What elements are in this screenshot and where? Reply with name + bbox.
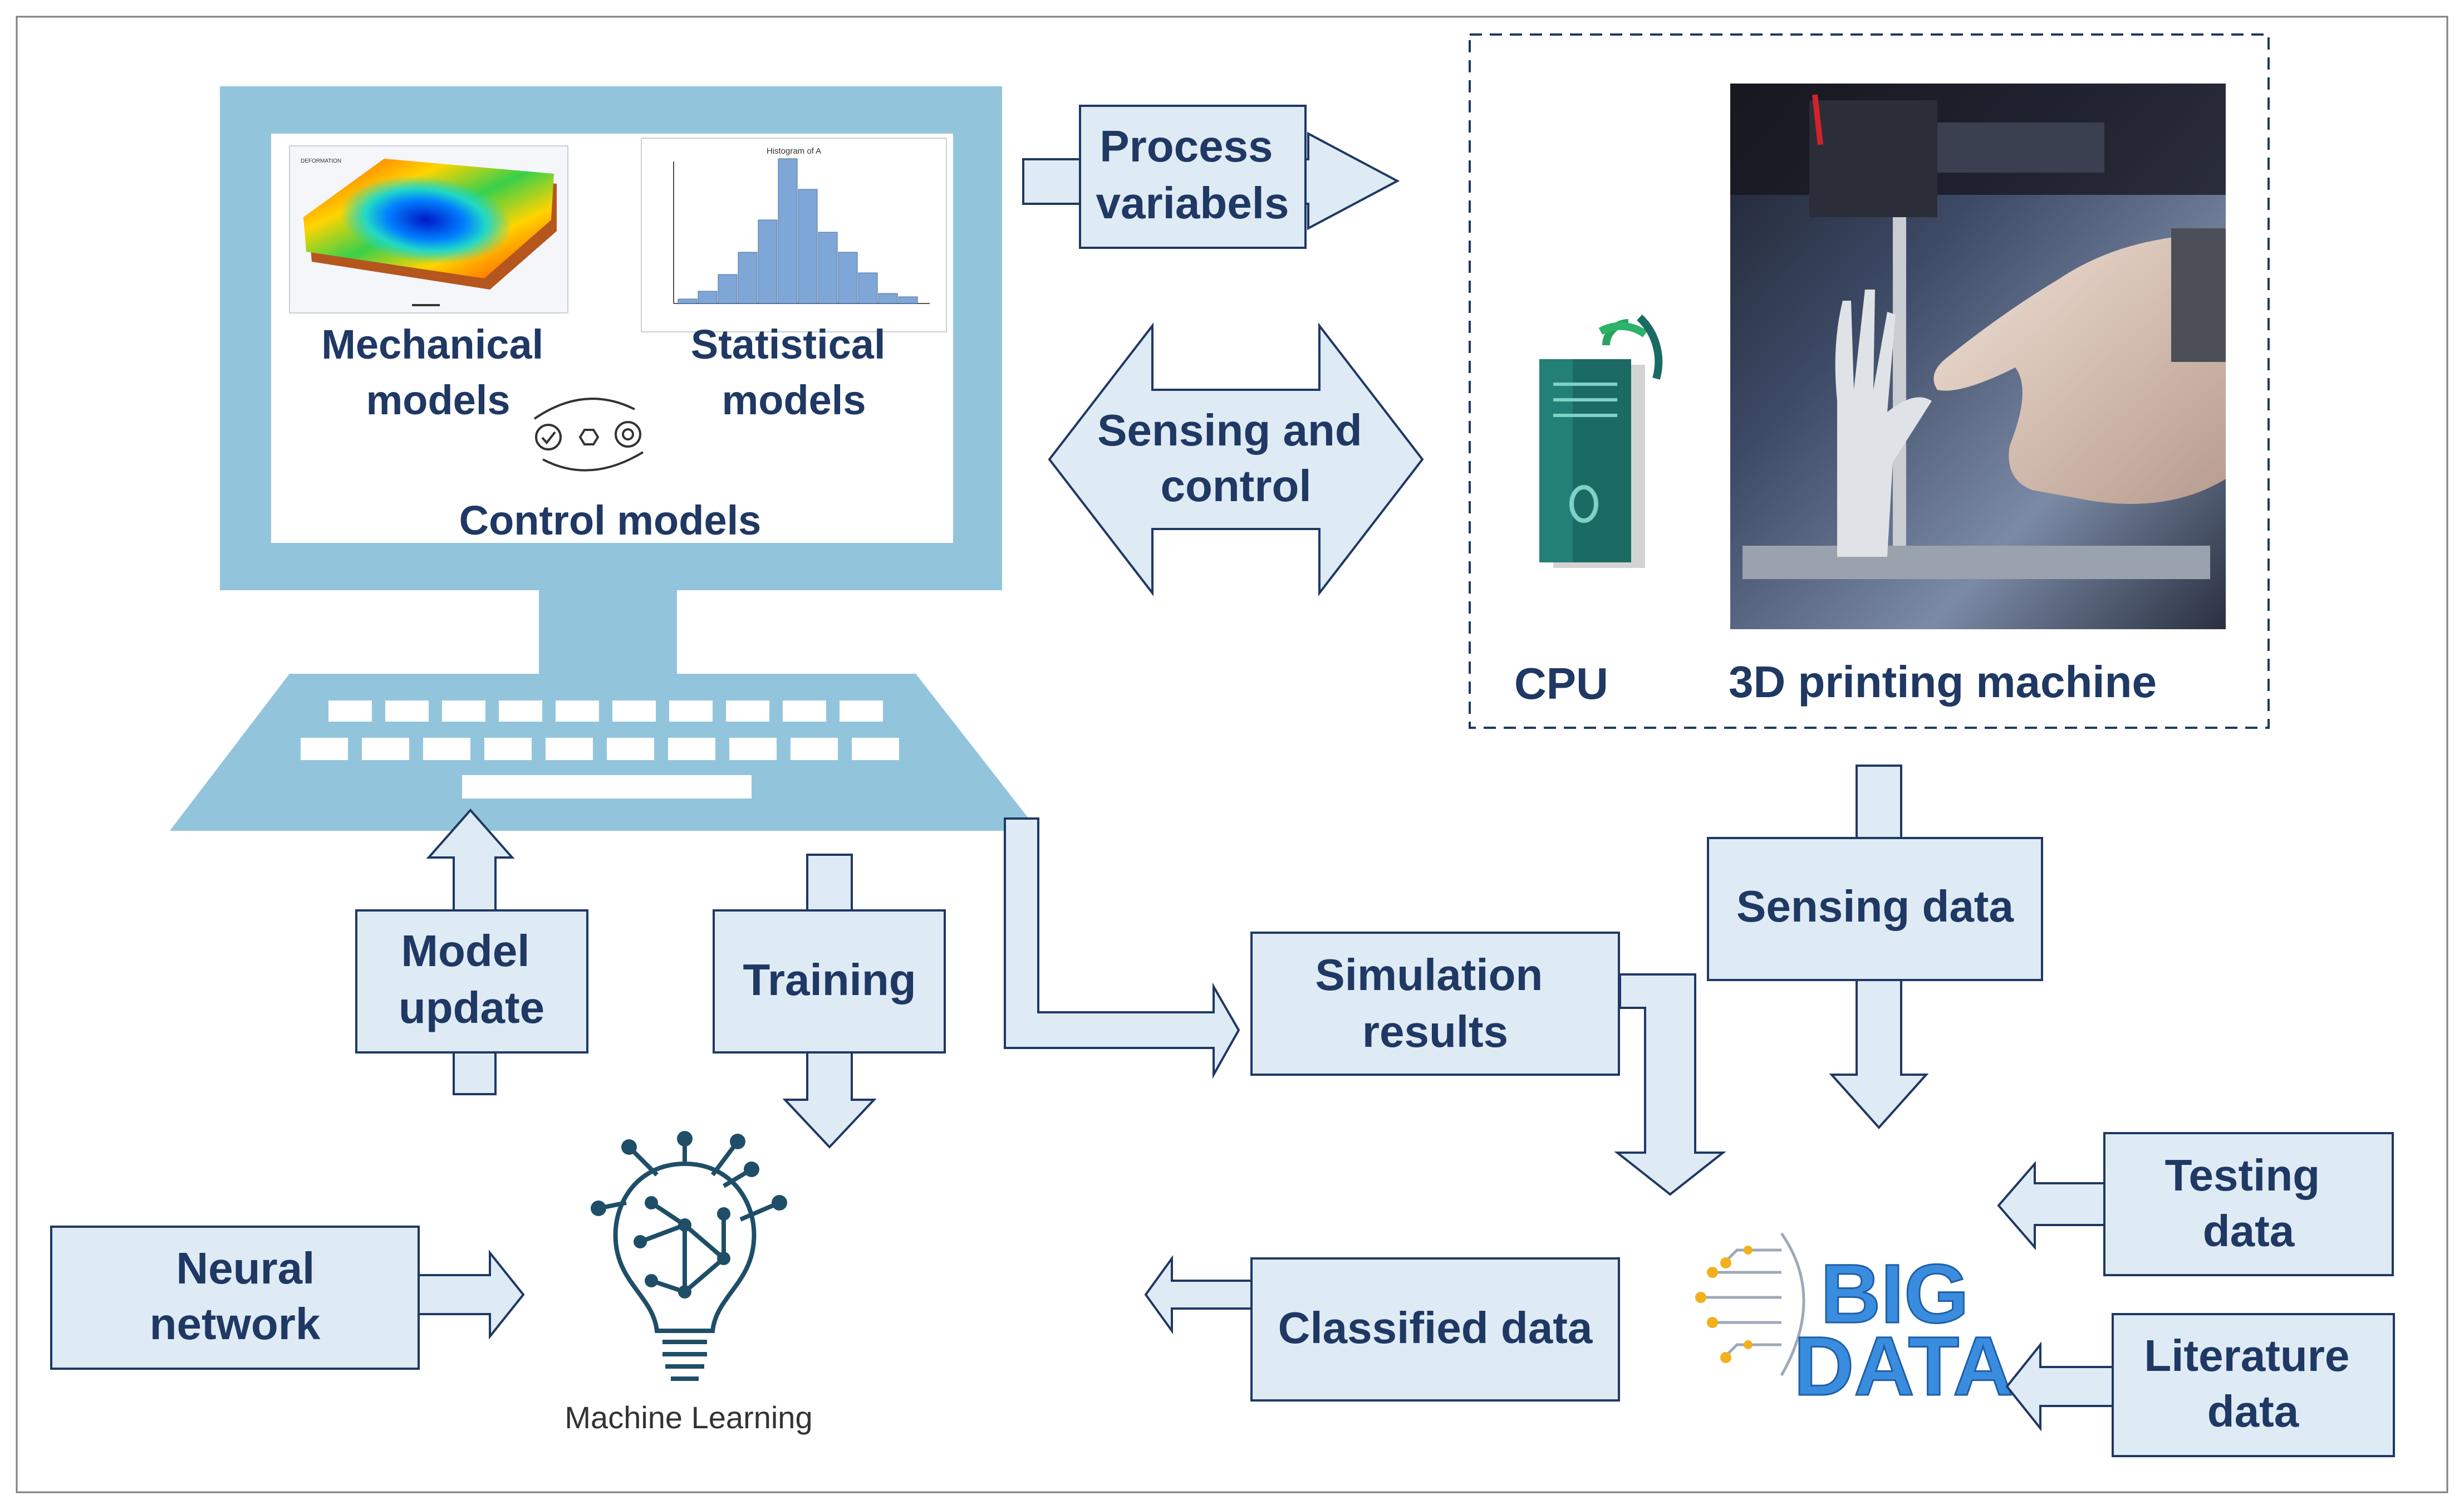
svg-text:Process variabels: Process variabels <box>1096 121 1289 228</box>
big-data-word-data: DATA <box>1794 1319 2013 1413</box>
histogram-bar <box>678 298 698 304</box>
histogram-bar <box>758 219 778 304</box>
literature-data-box: Literature data <box>2005 1313 2395 1457</box>
statistical-models-label: Statistical models <box>691 321 897 423</box>
fea-heatmap-thumbnail: DEFORMATION <box>289 145 568 313</box>
cpu-icon <box>1539 314 1663 568</box>
mechanical-models-label: Mechanical models <box>321 321 555 423</box>
sensing-data-box: Sensing data <box>1707 765 2043 1129</box>
training-label: Training <box>743 955 916 1005</box>
big-data-icon: BIG DATA <box>1695 1232 2014 1414</box>
big-data-word-big: BIG <box>1820 1247 1969 1340</box>
histogram-bar <box>858 272 878 304</box>
svg-text:DEFORMATION: DEFORMATION <box>301 158 341 164</box>
sensing-control-arrow: Sensing and control <box>1048 322 1424 596</box>
computer-illustration: DEFORMATION Histogram of A Mechanical mo… <box>170 86 1038 831</box>
svg-text:Testing data: Testing data <box>2165 1150 2333 1256</box>
classified-data-box: Classified data <box>1144 1255 1620 1402</box>
process-variables-arrow: Process variabels <box>1022 105 1400 249</box>
control-models-label: Control models <box>459 497 762 543</box>
svg-text:Model update: Model update <box>399 926 544 1032</box>
classified-data-label: Classified data <box>1278 1303 1593 1353</box>
keyboard-keys <box>301 700 899 798</box>
histogram-bar <box>738 252 758 304</box>
svg-text:Sensing and control: Sensing and control <box>1097 405 1375 511</box>
training-box: Training <box>713 854 946 1149</box>
histogram-title: Histogram of A <box>767 146 821 156</box>
histogram-bar <box>698 291 718 304</box>
histogram-bar <box>838 252 858 304</box>
human-hand <box>1933 234 2226 504</box>
svg-text:Literature data: Literature data <box>2144 1331 2362 1436</box>
histogram-bar <box>898 296 918 304</box>
figure-frame <box>16 16 2448 1493</box>
histogram-bar <box>798 189 818 304</box>
histogram-bar <box>778 158 798 304</box>
model-update-box: Model update <box>355 808 588 1095</box>
machine-panel: CPU 3D printing machine <box>1469 33 2270 729</box>
monitor-stand <box>539 590 677 674</box>
sensing-data-label: Sensing data <box>1736 881 2014 931</box>
printer-label: 3D printing machine <box>1729 657 2157 707</box>
control-cycle-icon <box>533 398 644 472</box>
histogram-bar <box>818 232 838 304</box>
machine-learning-label: Machine Learning <box>565 1400 812 1435</box>
testing-data-box: Testing data <box>1997 1132 2394 1276</box>
keyboard-base <box>170 674 1038 831</box>
histogram-bars <box>678 158 918 304</box>
3d-printer-photo <box>1730 84 2226 629</box>
histogram-bar <box>878 293 898 304</box>
simulation-flow: Simulation results <box>1004 817 1726 1196</box>
machine-learning-icon <box>591 1131 787 1381</box>
svg-text:Simulation results: Simulation results <box>1315 950 1555 1056</box>
printed-hand-model <box>1835 290 1932 557</box>
svg-text:Neural network: Neural network <box>150 1243 327 1349</box>
histogram-bar <box>718 274 738 304</box>
histogram-thumbnail: Histogram of A <box>641 138 947 332</box>
neural-network-box: Neural network <box>50 1226 525 1370</box>
cpu-label: CPU <box>1514 659 1608 708</box>
